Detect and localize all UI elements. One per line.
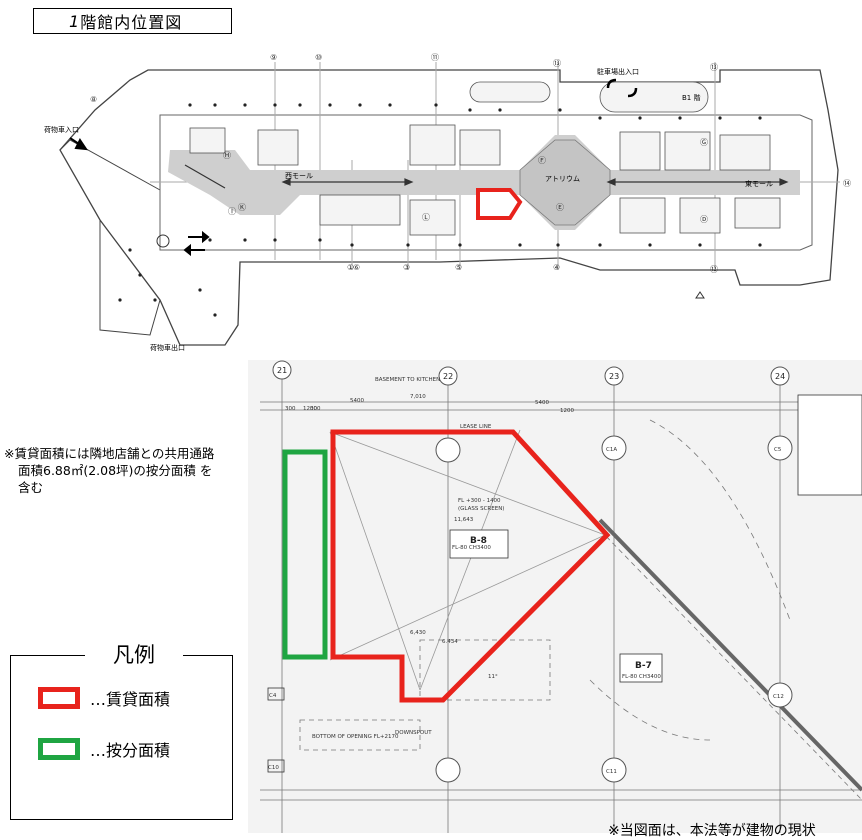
column-mark: ①: [347, 263, 354, 272]
fl-sub-note: (GLASS SCREEN): [458, 506, 504, 512]
dimension-label: 1200: [560, 408, 574, 414]
column-mark: Ⓓ: [700, 215, 708, 224]
angle-label: 11°: [488, 674, 498, 680]
legend-label: …賃貸面積: [90, 690, 171, 709]
area-note: ※賃貸面積には隣地店舗との共用通路 面積6.88㎡(2.08坪)の按分面積 を …: [4, 445, 244, 496]
column-c12: C12: [773, 694, 784, 700]
dimension-label: 300: [285, 406, 296, 412]
column-mark: Ⓛ: [422, 213, 430, 222]
dimension-6430: 6,430: [410, 630, 426, 636]
rental-swatch: [38, 687, 80, 709]
column-c5: C5: [774, 447, 782, 453]
column-mark: ⑭: [843, 179, 851, 188]
room-b8-fl: FL-80 CH3400: [452, 545, 491, 551]
east-mall-label: 東モール: [745, 179, 773, 188]
title-number: 1: [69, 11, 81, 31]
column-c10: C10: [268, 765, 279, 771]
loading-entrance-label: 荷物車入口: [44, 125, 79, 134]
column-mark: ⑩: [315, 53, 322, 62]
dimension-label: 5400: [535, 400, 549, 406]
mall-corridor: [168, 135, 800, 230]
dimension-label: 300: [310, 406, 321, 412]
title-text: 階館内位置図: [80, 13, 183, 32]
column-mark: ④: [553, 263, 560, 272]
column-mark: ⑧: [90, 95, 97, 104]
column-mark: ⑥: [353, 263, 360, 272]
legend-label: …按分面積: [90, 741, 171, 760]
basement-note: BASEMENT TO KITCHEN: [375, 377, 440, 383]
grid-label: 23: [609, 372, 619, 381]
column-c4: C4: [269, 693, 277, 699]
upper-target-marker: [476, 188, 523, 220]
loading-exit-label: 荷物車出口: [150, 343, 185, 352]
column-mark: Ⓘ: [228, 207, 236, 216]
column-mark: ⑨: [270, 53, 277, 62]
lease-line-note: LEASE LINE: [460, 424, 492, 430]
west-mall-label: 西モール: [285, 172, 313, 180]
room-b8-name: B-8: [470, 536, 487, 546]
fl-note: FL +300 - 1400: [458, 498, 501, 504]
column-mark: ⑬: [553, 59, 561, 68]
room-b7-fl: FL-80 CH3400: [622, 674, 661, 680]
parking-entrance-label: 駐車場出入口: [597, 67, 639, 76]
grid-label: 22: [443, 372, 453, 381]
column-mark: ③: [403, 263, 410, 272]
downspout-note: DOWNSPOUT: [395, 730, 432, 736]
column-c1a: C1A: [606, 447, 617, 453]
column-mark: Ⓖ: [700, 138, 708, 147]
dimension-label: 7,010: [410, 394, 426, 400]
column-mark: ⑫: [710, 265, 718, 274]
note-line: 含む: [18, 480, 44, 495]
legend-item-apportioned: …按分面積: [38, 737, 170, 761]
bottom-opening-note: BOTTOM OF OPENING FL+2170: [312, 734, 399, 740]
column-mark: Ⓔ: [556, 203, 564, 212]
grid-label: 21: [277, 366, 287, 375]
apportioned-swatch: [38, 738, 80, 760]
atrium-area: [519, 139, 611, 226]
column-mark: Ⓕ: [538, 156, 546, 165]
dimension-6434: 6.434: [442, 639, 458, 645]
grid-label: 24: [775, 372, 785, 381]
dimension-11643: 11,643: [454, 517, 474, 523]
column-mark: ⑪: [431, 53, 439, 62]
atrium-label: アトリウム: [545, 175, 580, 183]
footer-note: ※当図面は、本法等が建物の現状: [608, 823, 816, 839]
note-line: 面積6.88㎡(2.08坪)の按分面積 を: [18, 463, 213, 478]
column-mark: ⑤: [455, 263, 462, 272]
note-line: ※賃貸面積には隣地店舗との共用通路: [4, 446, 215, 461]
b1-floor-label: B1 階: [682, 93, 700, 102]
apportioned-area-outline: [282, 449, 328, 660]
legend-title: 凡例: [85, 637, 183, 673]
dimension-label: 5400: [350, 398, 364, 404]
column-mark: Ⓗ: [223, 151, 231, 160]
legend: 凡例 …賃貸面積 …按分面積: [10, 637, 233, 820]
column-mark: Ⓚ: [238, 203, 246, 212]
legend-item-rental: …賃貸面積: [38, 686, 170, 710]
column-mark: ⑬: [710, 63, 718, 72]
room-b7-name: B-7: [635, 661, 652, 671]
dimension-label: 1200: [303, 406, 317, 412]
column-c11: C11: [606, 769, 617, 775]
rental-area-outline: [330, 429, 611, 703]
